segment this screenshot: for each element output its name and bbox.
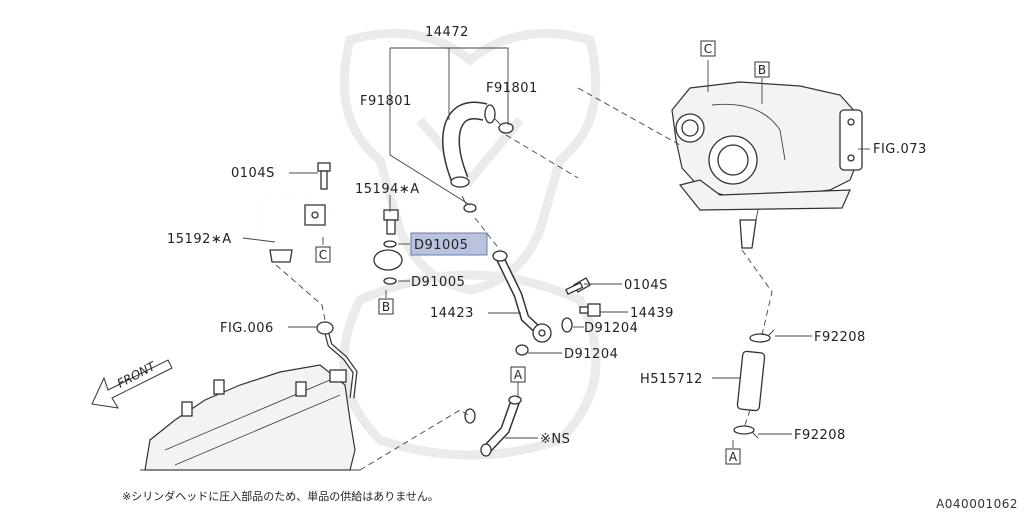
svg-text:A: A	[514, 368, 523, 382]
label-15192a: 15192∗A	[167, 232, 232, 247]
leader-lines	[242, 47, 870, 448]
svg-text:C: C	[704, 42, 712, 56]
turbo-drain-outlet	[739, 219, 757, 249]
label-d91005-highlight[interactable]: D91005	[414, 238, 468, 253]
oil-pipe-15192a	[255, 192, 403, 271]
dashed-connections	[275, 87, 773, 471]
front-arrow-icon: FRONT	[91, 358, 173, 409]
bolt-0104s-right	[565, 277, 591, 295]
engine-cylinder-head	[140, 364, 360, 471]
label-d91005-lower: D91005	[411, 275, 465, 290]
footnote: ※シリンダヘッドに圧入部品のため、単品の供給はありません。	[122, 490, 439, 503]
hose-h515712	[736, 350, 766, 412]
pipe-end-fitting	[269, 249, 293, 263]
clamp-f92208-lower	[733, 425, 759, 439]
head-stud-1	[181, 401, 193, 417]
label-15194a: 15194∗A	[355, 182, 420, 197]
svg-text:B: B	[382, 300, 390, 314]
ref-box-c-top: C	[700, 40, 716, 57]
highlight-d91005[interactable]	[410, 232, 488, 256]
svg-text:C: C	[319, 248, 327, 262]
engine-oil-feed-pipe	[316, 321, 358, 399]
hose-ns	[464, 395, 522, 457]
head-stud-2	[213, 379, 225, 395]
turbo-flange	[839, 109, 863, 171]
label-ns: ※NS	[540, 432, 570, 447]
label-f92208-upper: F92208	[814, 330, 866, 345]
washer-upper	[383, 240, 397, 248]
ref-box-b-top: B	[754, 61, 770, 78]
washer-lower	[383, 277, 397, 285]
svg-text:B: B	[758, 63, 766, 77]
svg-text:A: A	[729, 450, 738, 464]
label-fig-006[interactable]: FIG.006	[220, 321, 274, 336]
label-0104s-right: 0104S	[624, 278, 668, 293]
label-h515712: H515712	[640, 372, 703, 387]
turbo-bracket	[678, 179, 851, 211]
watermark-emblem	[339, 28, 601, 460]
label-f91801-left: F91801	[360, 94, 412, 109]
gasket-d91204-a	[561, 317, 573, 333]
bolt-0104s-left	[317, 162, 331, 190]
head-stud-3	[295, 381, 307, 397]
hose-14472	[442, 101, 496, 188]
ref-box-a-mid: A	[510, 366, 526, 383]
clamp-f91801-right	[493, 117, 514, 134]
oil-pipe-14423	[492, 250, 552, 343]
label-d91204-a: D91204	[584, 321, 638, 336]
label-0104s-left: 0104S	[231, 166, 275, 181]
document-id: A040001062	[936, 497, 1018, 511]
union-bolt-15194a	[383, 209, 399, 285]
clamp-f91801-left	[461, 195, 477, 213]
banjo-fitting	[373, 249, 403, 271]
plug-14439	[579, 303, 601, 317]
gasket-d91204-b	[515, 344, 529, 356]
ref-box-a-bottom: A	[725, 448, 741, 465]
ref-box-c-mid: C	[315, 246, 331, 263]
clamp-f92208-upper	[749, 329, 775, 343]
label-14439: 14439	[630, 306, 674, 321]
label-d91204-b: D91204	[564, 347, 618, 362]
label-14423: 14423	[430, 306, 474, 321]
label-f92208-lower: F92208	[794, 428, 846, 443]
head-port	[329, 369, 347, 383]
label-f91801-right: F91801	[486, 81, 538, 96]
label-14472: 14472	[425, 25, 469, 40]
label-fig-073[interactable]: FIG.073	[873, 142, 927, 157]
ref-box-b-mid: B	[378, 298, 394, 315]
turbocharger-assembly	[671, 81, 863, 249]
